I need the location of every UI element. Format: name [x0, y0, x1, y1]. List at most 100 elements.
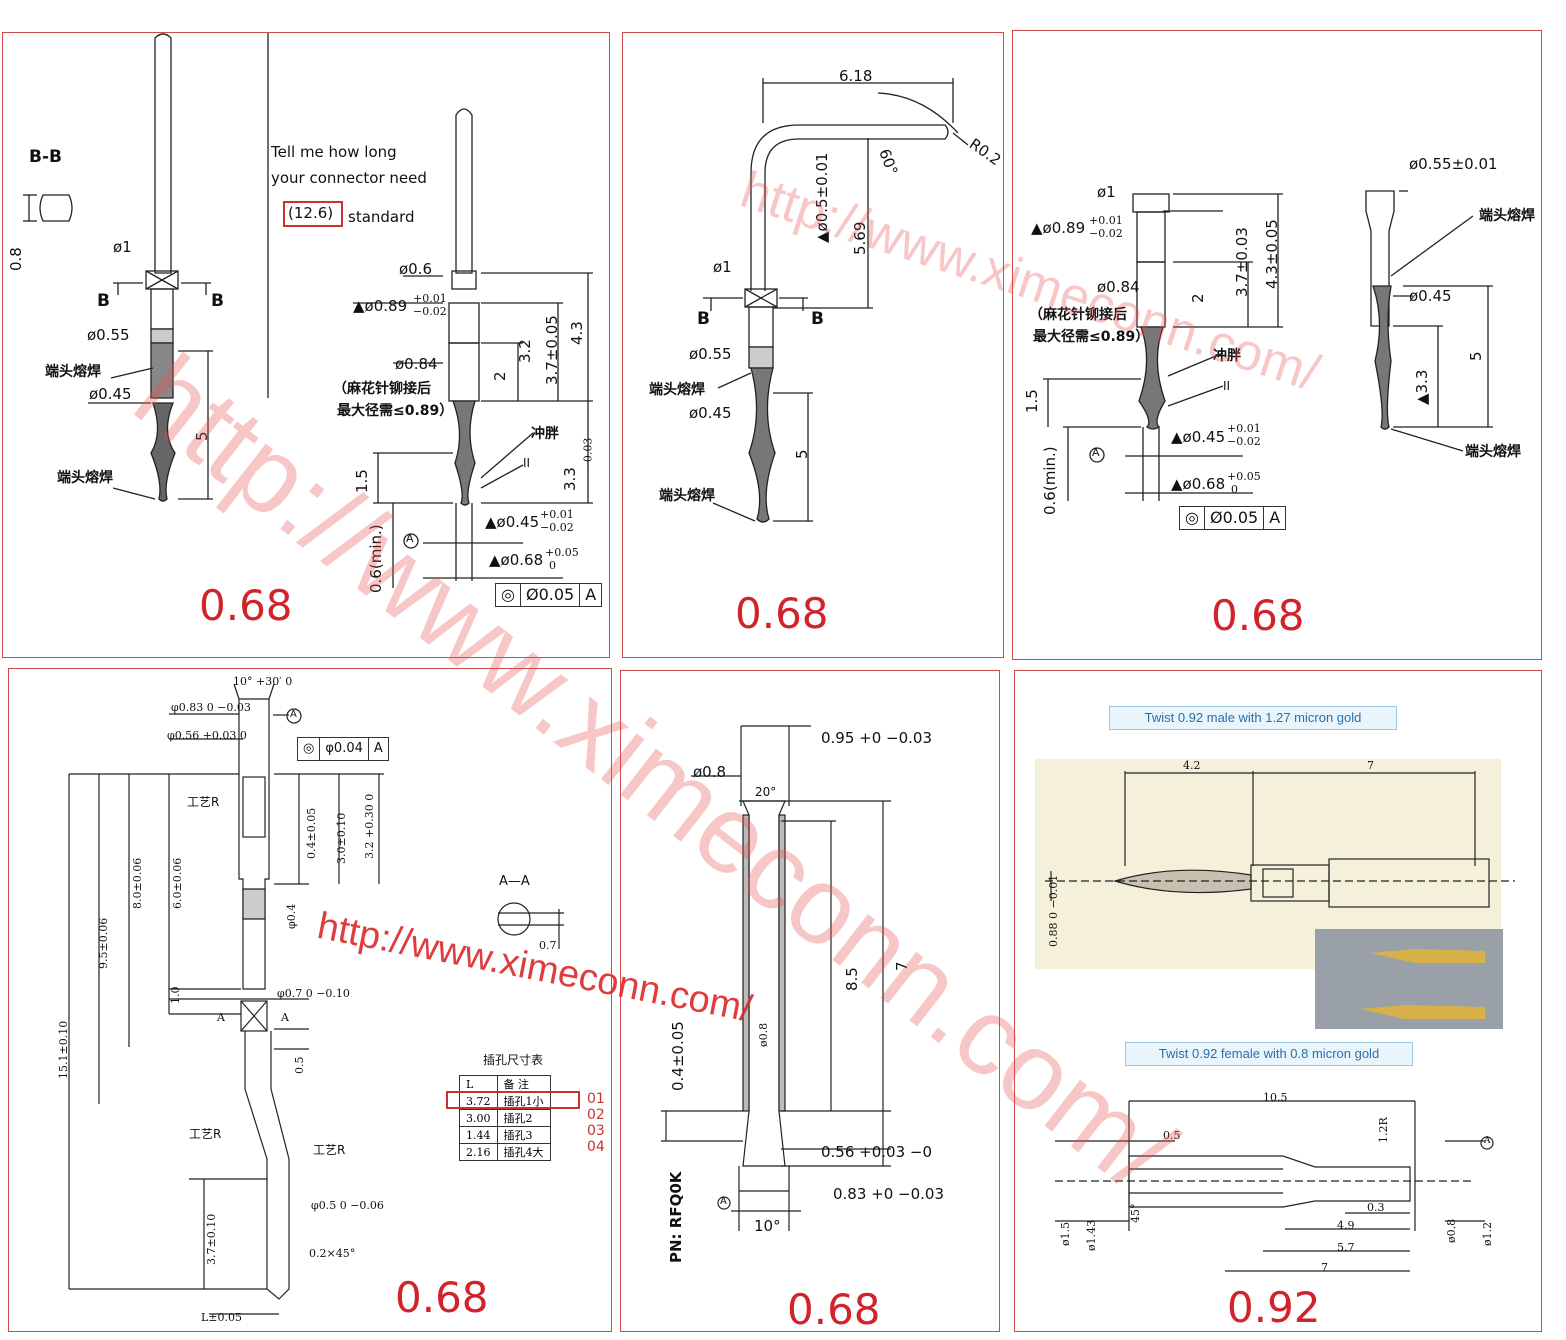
dim-label: ø0.55: [689, 345, 732, 363]
table-cell: 2.16: [459, 1143, 498, 1161]
dim-label: 0.4±0.05: [305, 807, 318, 859]
section-mark-a: A: [281, 1011, 289, 1024]
pin-drawing-4: [68, 683, 564, 1315]
dim-label: φ0.83 0 −0.03: [171, 701, 251, 714]
dim-label: ø1: [713, 258, 732, 276]
tol-value: Ø0.05: [521, 584, 581, 606]
dim-label: ø0.55±0.01: [1409, 155, 1498, 173]
dim-label: 3.7±0.10: [205, 1213, 218, 1265]
note-length: (12.6): [288, 204, 334, 222]
pin-drawing-1: [23, 33, 593, 588]
solder-label: 端头熔焊: [1465, 444, 1521, 460]
drawing-panel-4: 10° +30′ 0 φ0.83 0 −0.03 A φ0.56 +0.03 0…: [8, 668, 612, 1332]
female-spec-tag: Twist 0.92 female with 0.8 micron gold: [1125, 1042, 1413, 1066]
dim-label: φ0.7 0 −0.10: [277, 987, 350, 1000]
dim-label: ▲ø0.68: [1171, 475, 1226, 493]
panel-size-label: 0.68: [787, 1285, 881, 1332]
dim-label: ▲ø0.89: [1031, 219, 1086, 237]
note-line-1: Tell me how long: [271, 143, 397, 161]
dim-label: ø0.45: [89, 385, 132, 403]
part-number: PN: RFQ0K: [667, 1171, 685, 1263]
dim-label: 5: [193, 431, 211, 441]
table-header: L: [459, 1075, 498, 1093]
tolerance-frame: ◎ φ0.04 A: [297, 737, 389, 761]
tol-upper: +0.01: [1089, 214, 1123, 227]
dim-label: 5: [793, 449, 811, 459]
table-header-row: L 备 注: [459, 1075, 551, 1093]
drawing-panel-5: 0.95 +0 −0.03 ø0.8 20° 8.5 7 ø0.8 0.4±0.…: [620, 670, 1000, 1332]
dim-label: 10° +30′ 0: [233, 675, 293, 688]
panel-size-label: 0.68: [199, 581, 293, 630]
panel-size-label: 0.68: [735, 589, 829, 638]
tol-upper: +0.01: [413, 292, 447, 305]
panel-size-label: 0.68: [1211, 591, 1305, 640]
panel-size-label: 0.68: [395, 1273, 489, 1322]
note-cn-1: （麻花针铆接后: [333, 381, 431, 397]
solder-label: 端头熔焊: [649, 382, 705, 398]
datum-label: A: [1484, 1136, 1491, 1146]
table-code: 04: [587, 1139, 605, 1155]
table-code: 03: [587, 1123, 605, 1139]
dim-label: 0.83 +0 −0.03: [833, 1185, 945, 1203]
dim-label: ▲ø0.5±0.01: [813, 152, 831, 243]
section-mark-right: B: [811, 309, 824, 329]
dim-label: 3.3: [561, 467, 579, 491]
drawing-panel-3: ø1 ▲ø0.89 +0.01 −0.02 ø0.84 （麻花针铆接后 最大径需…: [1012, 30, 1542, 660]
dim-label: 8.5: [843, 967, 861, 991]
dim-label: ø0.8: [1445, 1218, 1458, 1243]
pin-drawing-3: [1043, 190, 1493, 501]
table-cell: 3.00: [459, 1109, 498, 1127]
dim-label: 15.1±0.10: [57, 1020, 70, 1079]
mark-ii: II: [523, 456, 531, 470]
tol-lower: −0.02: [540, 521, 574, 534]
datum-label: A: [406, 532, 414, 545]
dim-label: 6.18: [839, 67, 873, 85]
length-box: [283, 201, 343, 227]
section-mark-left: B: [97, 291, 110, 311]
section-mark-left: B: [697, 309, 710, 329]
solder-label: 端头熔焊: [45, 364, 101, 380]
dim-label: 45°: [1129, 1203, 1142, 1224]
dim-label: 4.9: [1337, 1219, 1355, 1232]
tol-datum: A: [373, 741, 383, 756]
dim-label: ▲ø0.45: [1171, 428, 1226, 446]
dim-label: ▲3.3: [1413, 369, 1431, 405]
dim-045t: ▲ø0.45: [485, 513, 540, 531]
tolerance-frame: ◎ Ø0.05 A: [1179, 506, 1287, 530]
table-title: 插孔尺寸表: [483, 1053, 544, 1067]
table-header: 备 注: [496, 1075, 551, 1093]
dim-label: 4.3±0.05: [1263, 219, 1281, 289]
dim-label: 3.2 +0.30 0: [363, 793, 376, 859]
dim-label: 5.69: [851, 221, 869, 255]
dim-label: 3.2: [516, 339, 534, 363]
tol-value: φ0.04: [320, 738, 369, 760]
datum-label: A: [290, 709, 297, 720]
dim-label: ø0.55: [87, 326, 130, 344]
note-cn-2: 最大径需≤0.89）: [337, 403, 454, 419]
note-line-2: your connector need: [271, 169, 427, 187]
table-highlight: [446, 1091, 580, 1109]
note-suffix: standard: [348, 208, 415, 226]
dim-label: 0.2×45°: [309, 1247, 356, 1260]
drawing-panel-6: Twist 0.92 male with 1.27 micron gold 4.…: [1014, 670, 1542, 1332]
solder-label: 端头熔焊: [1479, 208, 1535, 224]
dim-label: 3.0±0.10: [335, 812, 348, 864]
dim-label: 6.0±0.06: [171, 857, 184, 909]
dim-label: 1.5: [1023, 389, 1041, 413]
dim-label: ø1: [113, 238, 132, 256]
tol-upper: +0.01: [540, 508, 574, 521]
dim-label: 0.56 +0.03 −0: [821, 1143, 933, 1161]
dim-label: 1.5: [353, 469, 371, 493]
dim-label: 4.2: [1183, 759, 1201, 772]
section-mark-a: A: [217, 1011, 225, 1024]
male-spec-tag: Twist 0.92 male with 1.27 micron gold: [1109, 706, 1397, 730]
dim-label: ø0.45: [1409, 287, 1452, 305]
table-cell: 插孔4大: [496, 1143, 551, 1161]
concentricity-icon: ◎: [1180, 507, 1205, 529]
dim-label: φ0.4: [285, 903, 298, 929]
tol-datum: A: [585, 585, 597, 604]
dim-label: ø1.43: [1085, 1219, 1098, 1251]
dim-label: 3.7±0.03: [1233, 227, 1251, 297]
tol-lower: −0.02: [1089, 227, 1123, 240]
